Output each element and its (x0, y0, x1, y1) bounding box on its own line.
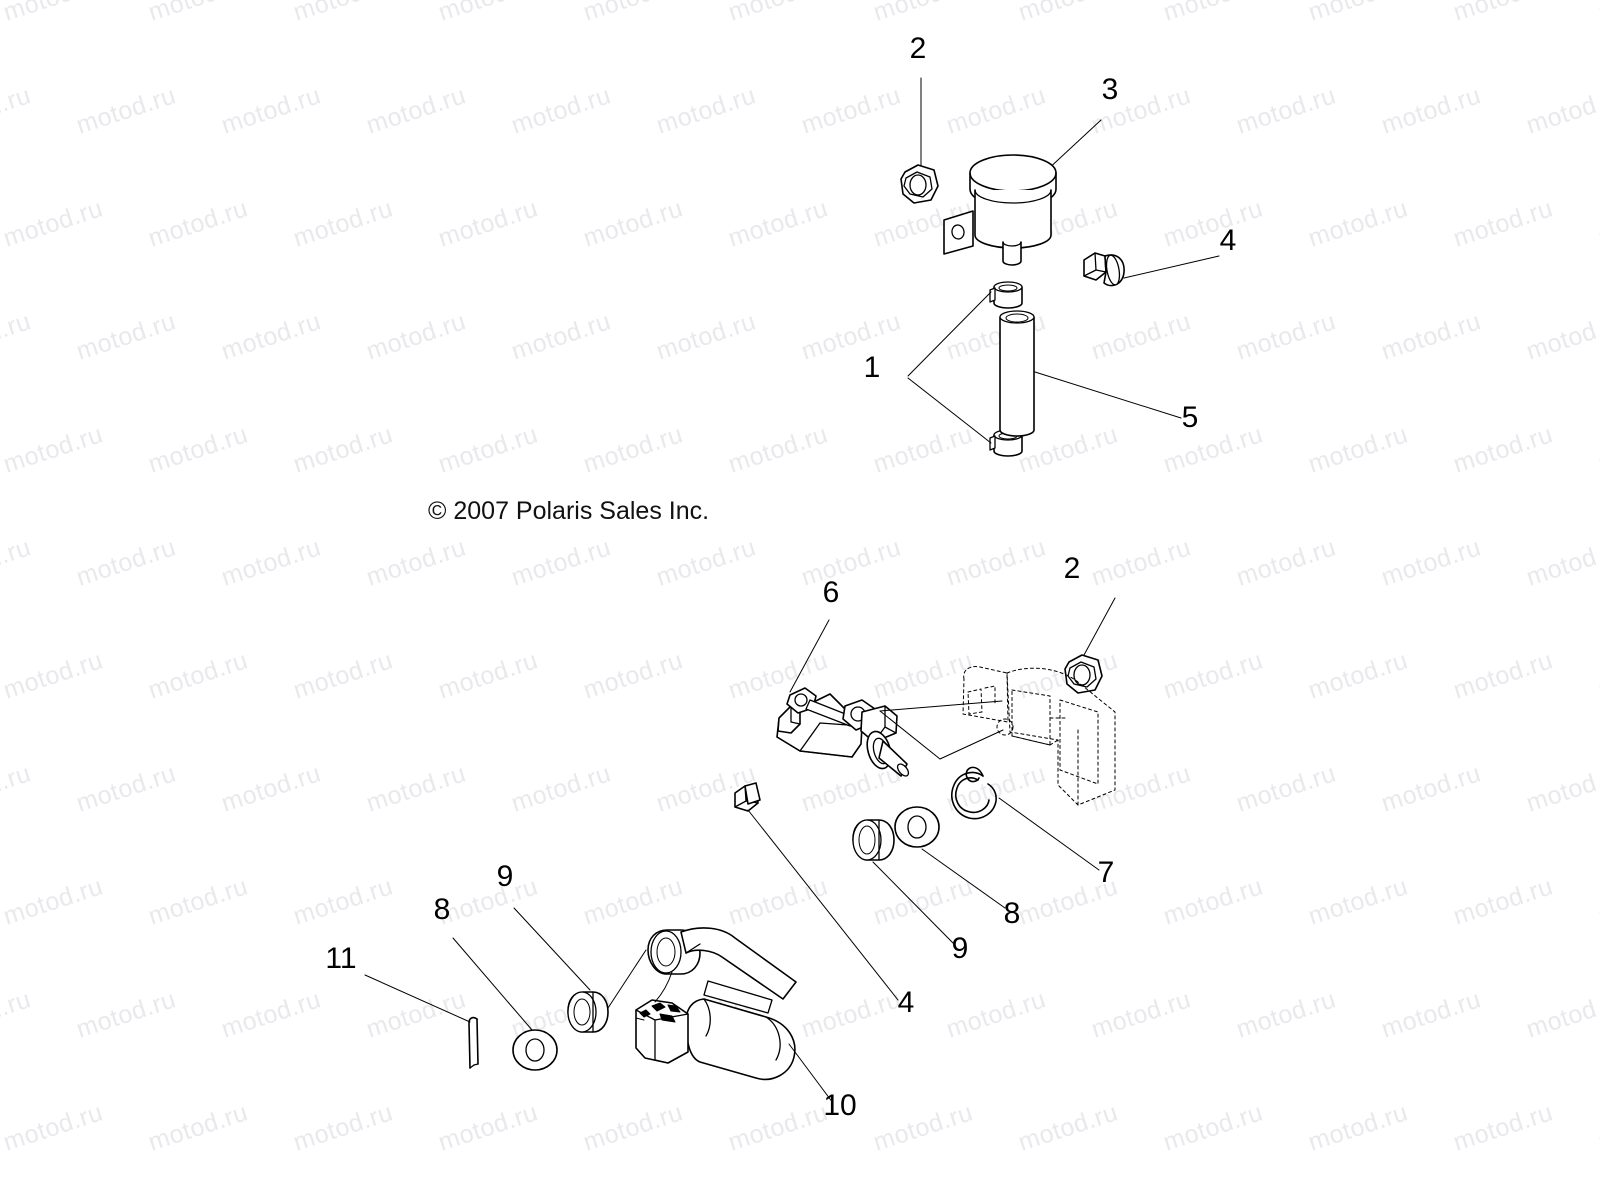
leader-line-11 (364, 974, 471, 1023)
leader-line-8-left (452, 937, 533, 1031)
part-brake-fluid-reservoir (943, 154, 1057, 266)
leader-line-master-cylinder-to-bracket (879, 700, 1004, 760)
leader-line-10 (788, 1043, 834, 1104)
part-flat-washer-left (512, 1029, 558, 1071)
leader-line-bushing-left-to-pedal (607, 949, 647, 1009)
callout-10: 10 (823, 1089, 856, 1122)
leader-line-9-right (872, 861, 954, 944)
part-bushing-left (567, 991, 609, 1033)
callout-9-right: 9 (952, 932, 969, 965)
part-flange-nut-top (900, 164, 939, 204)
part-master-cylinder (776, 687, 910, 777)
callout-2-top: 2 (910, 32, 927, 65)
leader-line-4-bottom (747, 809, 899, 1001)
callout-1: 1 (864, 351, 881, 384)
part-flange-nut-bottom (1064, 654, 1103, 694)
callout-9-left: 9 (497, 860, 514, 893)
callout-2-bottom: 2 (1064, 552, 1081, 585)
copyright-notice: © 2007 Polaris Sales Inc. (428, 497, 709, 525)
leader-line-4-top (1123, 255, 1220, 279)
part-reservoir-hose (999, 310, 1035, 437)
callout-8-right: 8 (1004, 897, 1021, 930)
callout-11: 11 (325, 942, 356, 975)
leader-line-9-left (513, 907, 591, 991)
leader-line-5 (1034, 371, 1182, 419)
callout-6: 6 (823, 576, 840, 609)
leader-line-2-bottom (1083, 597, 1116, 656)
leader-line-8-right (921, 848, 1006, 909)
callout-3: 3 (1102, 73, 1119, 106)
callout-8-left: 8 (434, 893, 451, 926)
leader-line-3 (1044, 119, 1102, 173)
callout-7: 7 (1098, 856, 1115, 889)
callout-4-bottom: 4 (898, 986, 915, 1019)
part-cotter-pin (468, 1016, 479, 1069)
leader-line-1 (907, 291, 992, 444)
part-flat-washer-right (894, 806, 940, 848)
leader-line-6 (789, 619, 830, 693)
callout-4-top: 4 (1220, 224, 1237, 257)
part-retaining-clip (951, 766, 997, 820)
part-hose-clamp-upper (989, 281, 1023, 309)
phantom-mounting-bracket (962, 666, 1116, 806)
leader-line-7 (998, 797, 1100, 871)
part-bushing-right (852, 819, 895, 861)
callout-5: 5 (1182, 401, 1199, 434)
part-hex-flange-bolt-top (1083, 252, 1125, 287)
part-brake-pedal (635, 927, 797, 1081)
part-hex-flange-bolt-bottom (734, 782, 761, 812)
